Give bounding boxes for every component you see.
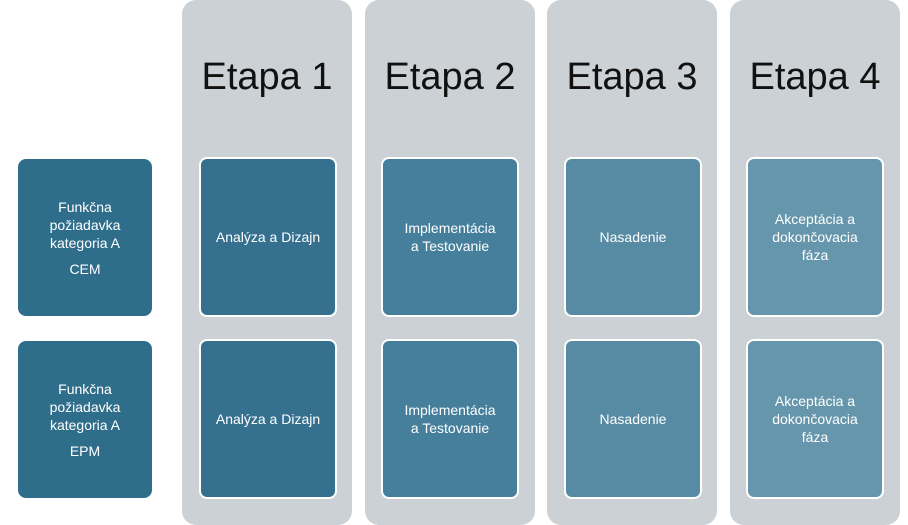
row-2-stage-1-cell: Analýza a Dizajn: [199, 339, 337, 499]
row-2-stage-4-cell: Akceptácia a dokončovacia fáza: [746, 339, 884, 499]
row-label-2-text: Funkčna požiadavka kategoria A: [49, 380, 121, 433]
row-1-stage-2-text: Implementácia a Testovanie: [404, 220, 496, 254]
stage-title-1: Etapa 1: [201, 56, 333, 98]
stage-title-3: Etapa 3: [566, 56, 698, 98]
stage-title-4: Etapa 4: [749, 56, 881, 98]
stage-title-2: Etapa 2: [384, 56, 516, 98]
row-2-stage-4-text: Akceptácia a dokončovacia fáza: [772, 393, 858, 445]
row-1-stage-3-cell: Nasadenie: [564, 157, 702, 317]
row-1-stage-2-cell: Implementácia a Testovanie: [381, 157, 519, 317]
row-label-1-text: Funkčna požiadavka kategoria A: [49, 198, 121, 251]
row-1-stage-3-text: Nasadenie: [599, 229, 667, 245]
row-1-stage-4-text: Akceptácia a dokončovacia fáza: [772, 211, 858, 263]
row-2-stage-2-text: Implementácia a Testovanie: [404, 402, 496, 436]
row-2-stage-3-text: Nasadenie: [599, 411, 667, 427]
row-2-stage-1-text: Analýza a Dizajn: [215, 411, 321, 427]
row-label-2: Funkčna požiadavka kategoria A EPM: [18, 341, 152, 498]
row-2-stage-3-cell: Nasadenie: [564, 339, 702, 499]
row-label-2-code: EPM: [69, 442, 101, 459]
row-label-1-code: CEM: [69, 260, 101, 277]
row-1-stage-4-cell: Akceptácia a dokončovacia fáza: [746, 157, 884, 317]
row-1-stage-1-text: Analýza a Dizajn: [215, 229, 321, 245]
row-2-stage-2-cell: Implementácia a Testovanie: [381, 339, 519, 499]
row-label-1: Funkčna požiadavka kategoria A CEM: [18, 159, 152, 316]
row-1-stage-1-cell: Analýza a Dizajn: [199, 157, 337, 317]
